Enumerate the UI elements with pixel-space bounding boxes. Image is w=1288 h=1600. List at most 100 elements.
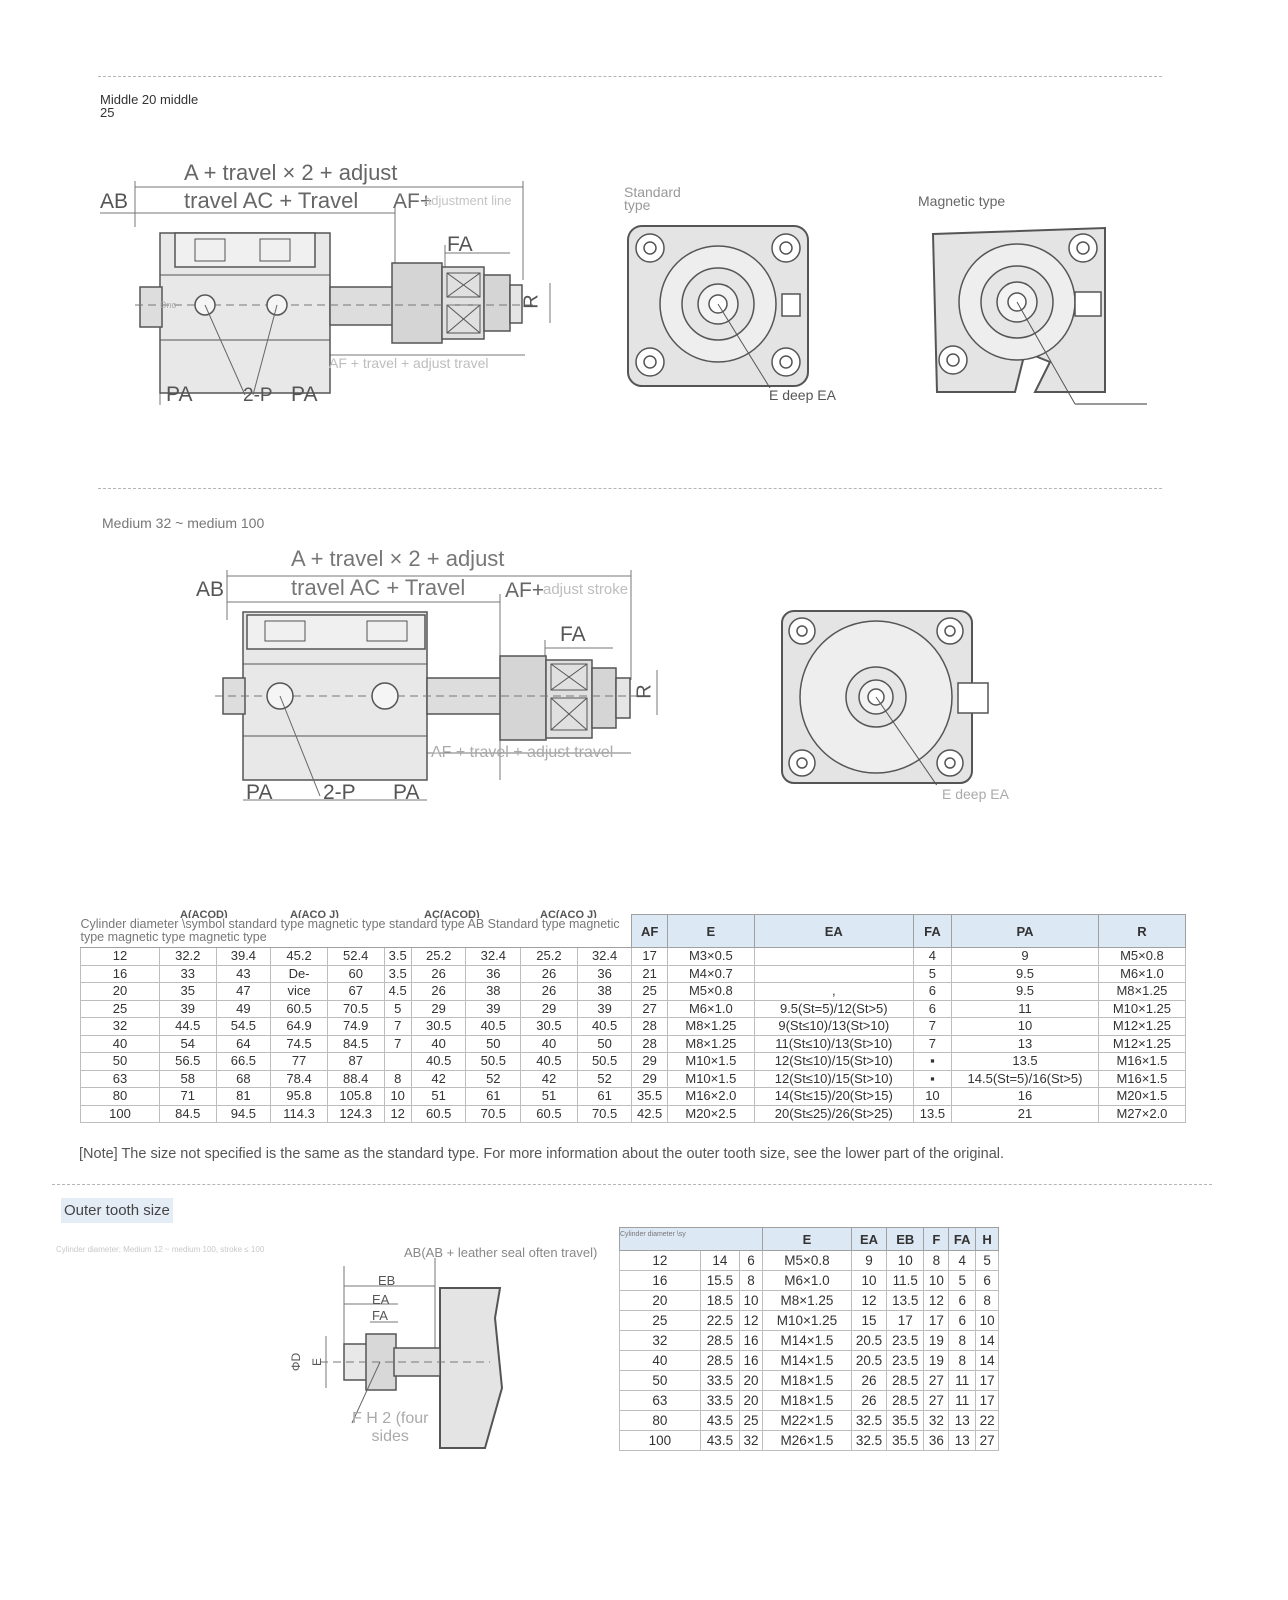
table1-cell: 12 bbox=[383, 1104, 412, 1123]
table1-cell: M8×1.25 bbox=[1097, 982, 1187, 1001]
table1-cell: 77 bbox=[270, 1052, 328, 1071]
table2-cell: 6 bbox=[739, 1250, 763, 1271]
s1-dim-2p: 2-P bbox=[243, 385, 273, 406]
table1-header-e: E bbox=[666, 914, 755, 948]
separator-top bbox=[98, 76, 1162, 77]
table2-cell: 9 bbox=[850, 1250, 888, 1271]
s2-dim-pa-left: PA bbox=[246, 781, 273, 804]
s1-dim-top2: travel AC + Travel bbox=[184, 188, 359, 213]
table1-cell: M20×1.5 bbox=[1097, 1087, 1187, 1106]
table2-cell: 32.5 bbox=[850, 1430, 888, 1451]
table1-cell: 51 bbox=[520, 1087, 578, 1106]
s2-dim-fa: FA bbox=[560, 623, 586, 646]
table1-cell: 70.5 bbox=[465, 1104, 522, 1123]
table1-cell: 14(St≤15)/20(St>15) bbox=[753, 1087, 914, 1106]
spec-table-main: Cylinder diameter \symbol standard type … bbox=[80, 914, 1187, 1123]
table2-cell: 18.5 bbox=[699, 1290, 741, 1311]
table1-cell: 13.5 bbox=[951, 1052, 1099, 1071]
table1-cell: 14.5(St=5)/16(St>5) bbox=[951, 1069, 1099, 1088]
table1-cell: 20 bbox=[80, 982, 160, 1001]
table1-cell: 60.5 bbox=[410, 1104, 467, 1123]
table1-cell: 7 bbox=[383, 1034, 412, 1053]
table1-cell: 21 bbox=[631, 964, 668, 983]
section2-title: Medium 32 ~ medium 100 bbox=[102, 515, 265, 531]
table1-cell: 64 bbox=[215, 1034, 272, 1053]
table1-cell: 67 bbox=[326, 982, 385, 1001]
table1-cell: M10×1.5 bbox=[666, 1069, 755, 1088]
table1-cell: 38 bbox=[465, 982, 522, 1001]
table1-cell: 30.5 bbox=[520, 1017, 578, 1036]
table1-cell: 26 bbox=[520, 964, 578, 983]
table1-cell: 70.5 bbox=[576, 1104, 633, 1123]
table1-cell: M5×0.8 bbox=[1097, 947, 1187, 966]
table1-cell: M10×1.25 bbox=[1097, 999, 1187, 1018]
section1-title-line2: 25 bbox=[100, 105, 115, 120]
table1-cell: 42 bbox=[410, 1069, 467, 1088]
table2-cell: 35.5 bbox=[886, 1410, 925, 1431]
table1-cell: 12 bbox=[80, 947, 160, 966]
table1-cell: 32 bbox=[80, 1017, 160, 1036]
s1-dim-pa-right: PA bbox=[291, 383, 318, 406]
table2-cell: 5 bbox=[975, 1250, 999, 1271]
table1-cell: 11(St≤10)/13(St>10) bbox=[753, 1034, 914, 1053]
table2-cell: M18×1.5 bbox=[761, 1370, 852, 1391]
table2-header-fa: FA bbox=[948, 1227, 977, 1251]
s2-dim-top2: travel AC + Travel bbox=[291, 575, 466, 600]
s2-dim-pa-right: PA bbox=[393, 781, 420, 804]
table1-cell: 66.5 bbox=[215, 1052, 272, 1071]
table1-cell: 25 bbox=[80, 999, 160, 1018]
table1-cell: 63 bbox=[80, 1069, 160, 1088]
s3-fh-note-line2: sides bbox=[371, 1428, 409, 1445]
table1-cell: 52 bbox=[465, 1069, 522, 1088]
table2-cell: 10 bbox=[850, 1270, 888, 1291]
table1-overlay-ac-acoj: AC(ACO J) bbox=[540, 909, 597, 918]
table2-cell: 12 bbox=[923, 1290, 950, 1311]
table1-cell: 40.5 bbox=[576, 1017, 633, 1036]
table1-cell: 39 bbox=[576, 999, 633, 1018]
table2-cell: 23.5 bbox=[886, 1330, 925, 1351]
table2-cell: 28.5 bbox=[886, 1370, 925, 1391]
s2-dim-af-note: adjust stroke bbox=[543, 581, 629, 598]
table1-cell: 32.4 bbox=[465, 947, 522, 966]
table1-cell: 61 bbox=[465, 1087, 522, 1106]
table2-cell: 13.5 bbox=[886, 1290, 925, 1311]
table1-cell: M8×1.25 bbox=[666, 1017, 755, 1036]
table1-cell: 29 bbox=[410, 999, 467, 1018]
table2-cell: 27 bbox=[923, 1390, 950, 1411]
table1-cell: 13.5 bbox=[912, 1104, 953, 1123]
table1-cell: 13 bbox=[951, 1034, 1099, 1053]
table1-cell: M16×1.5 bbox=[1097, 1069, 1187, 1088]
table1-cell: 25.2 bbox=[410, 947, 467, 966]
s2-dim-af: AF+ bbox=[505, 579, 545, 602]
table2-cell: 17 bbox=[886, 1310, 925, 1331]
table2-cell: 6 bbox=[975, 1270, 999, 1291]
table1-cell: 27 bbox=[631, 999, 668, 1018]
table2-cell: 20 bbox=[739, 1370, 763, 1391]
table1-cell: 54 bbox=[158, 1034, 217, 1053]
table1-cell: 84.5 bbox=[158, 1104, 217, 1123]
table2-cell: 10 bbox=[739, 1290, 763, 1311]
table1-cell: 100 bbox=[80, 1104, 160, 1123]
table1-cell: 9(St≤10)/13(St>10) bbox=[753, 1017, 914, 1036]
table2-cell: 43.5 bbox=[699, 1410, 741, 1431]
table2-cell: 100 bbox=[619, 1430, 701, 1451]
table1-cell: 26 bbox=[410, 982, 467, 1001]
table1-cell: 52.4 bbox=[326, 947, 385, 966]
table2-cell: 14 bbox=[975, 1330, 999, 1351]
table1-cell: 80 bbox=[80, 1087, 160, 1106]
table1-cell: 9.5 bbox=[951, 982, 1099, 1001]
table1-cell: 9 bbox=[951, 947, 1099, 966]
table2-header-ea: EA bbox=[850, 1227, 888, 1251]
table1-cell: 25 bbox=[631, 982, 668, 1001]
table1-header-row: Cylinder diameter \symbol standard type … bbox=[80, 914, 1187, 948]
table1-cell: 81 bbox=[215, 1087, 272, 1106]
